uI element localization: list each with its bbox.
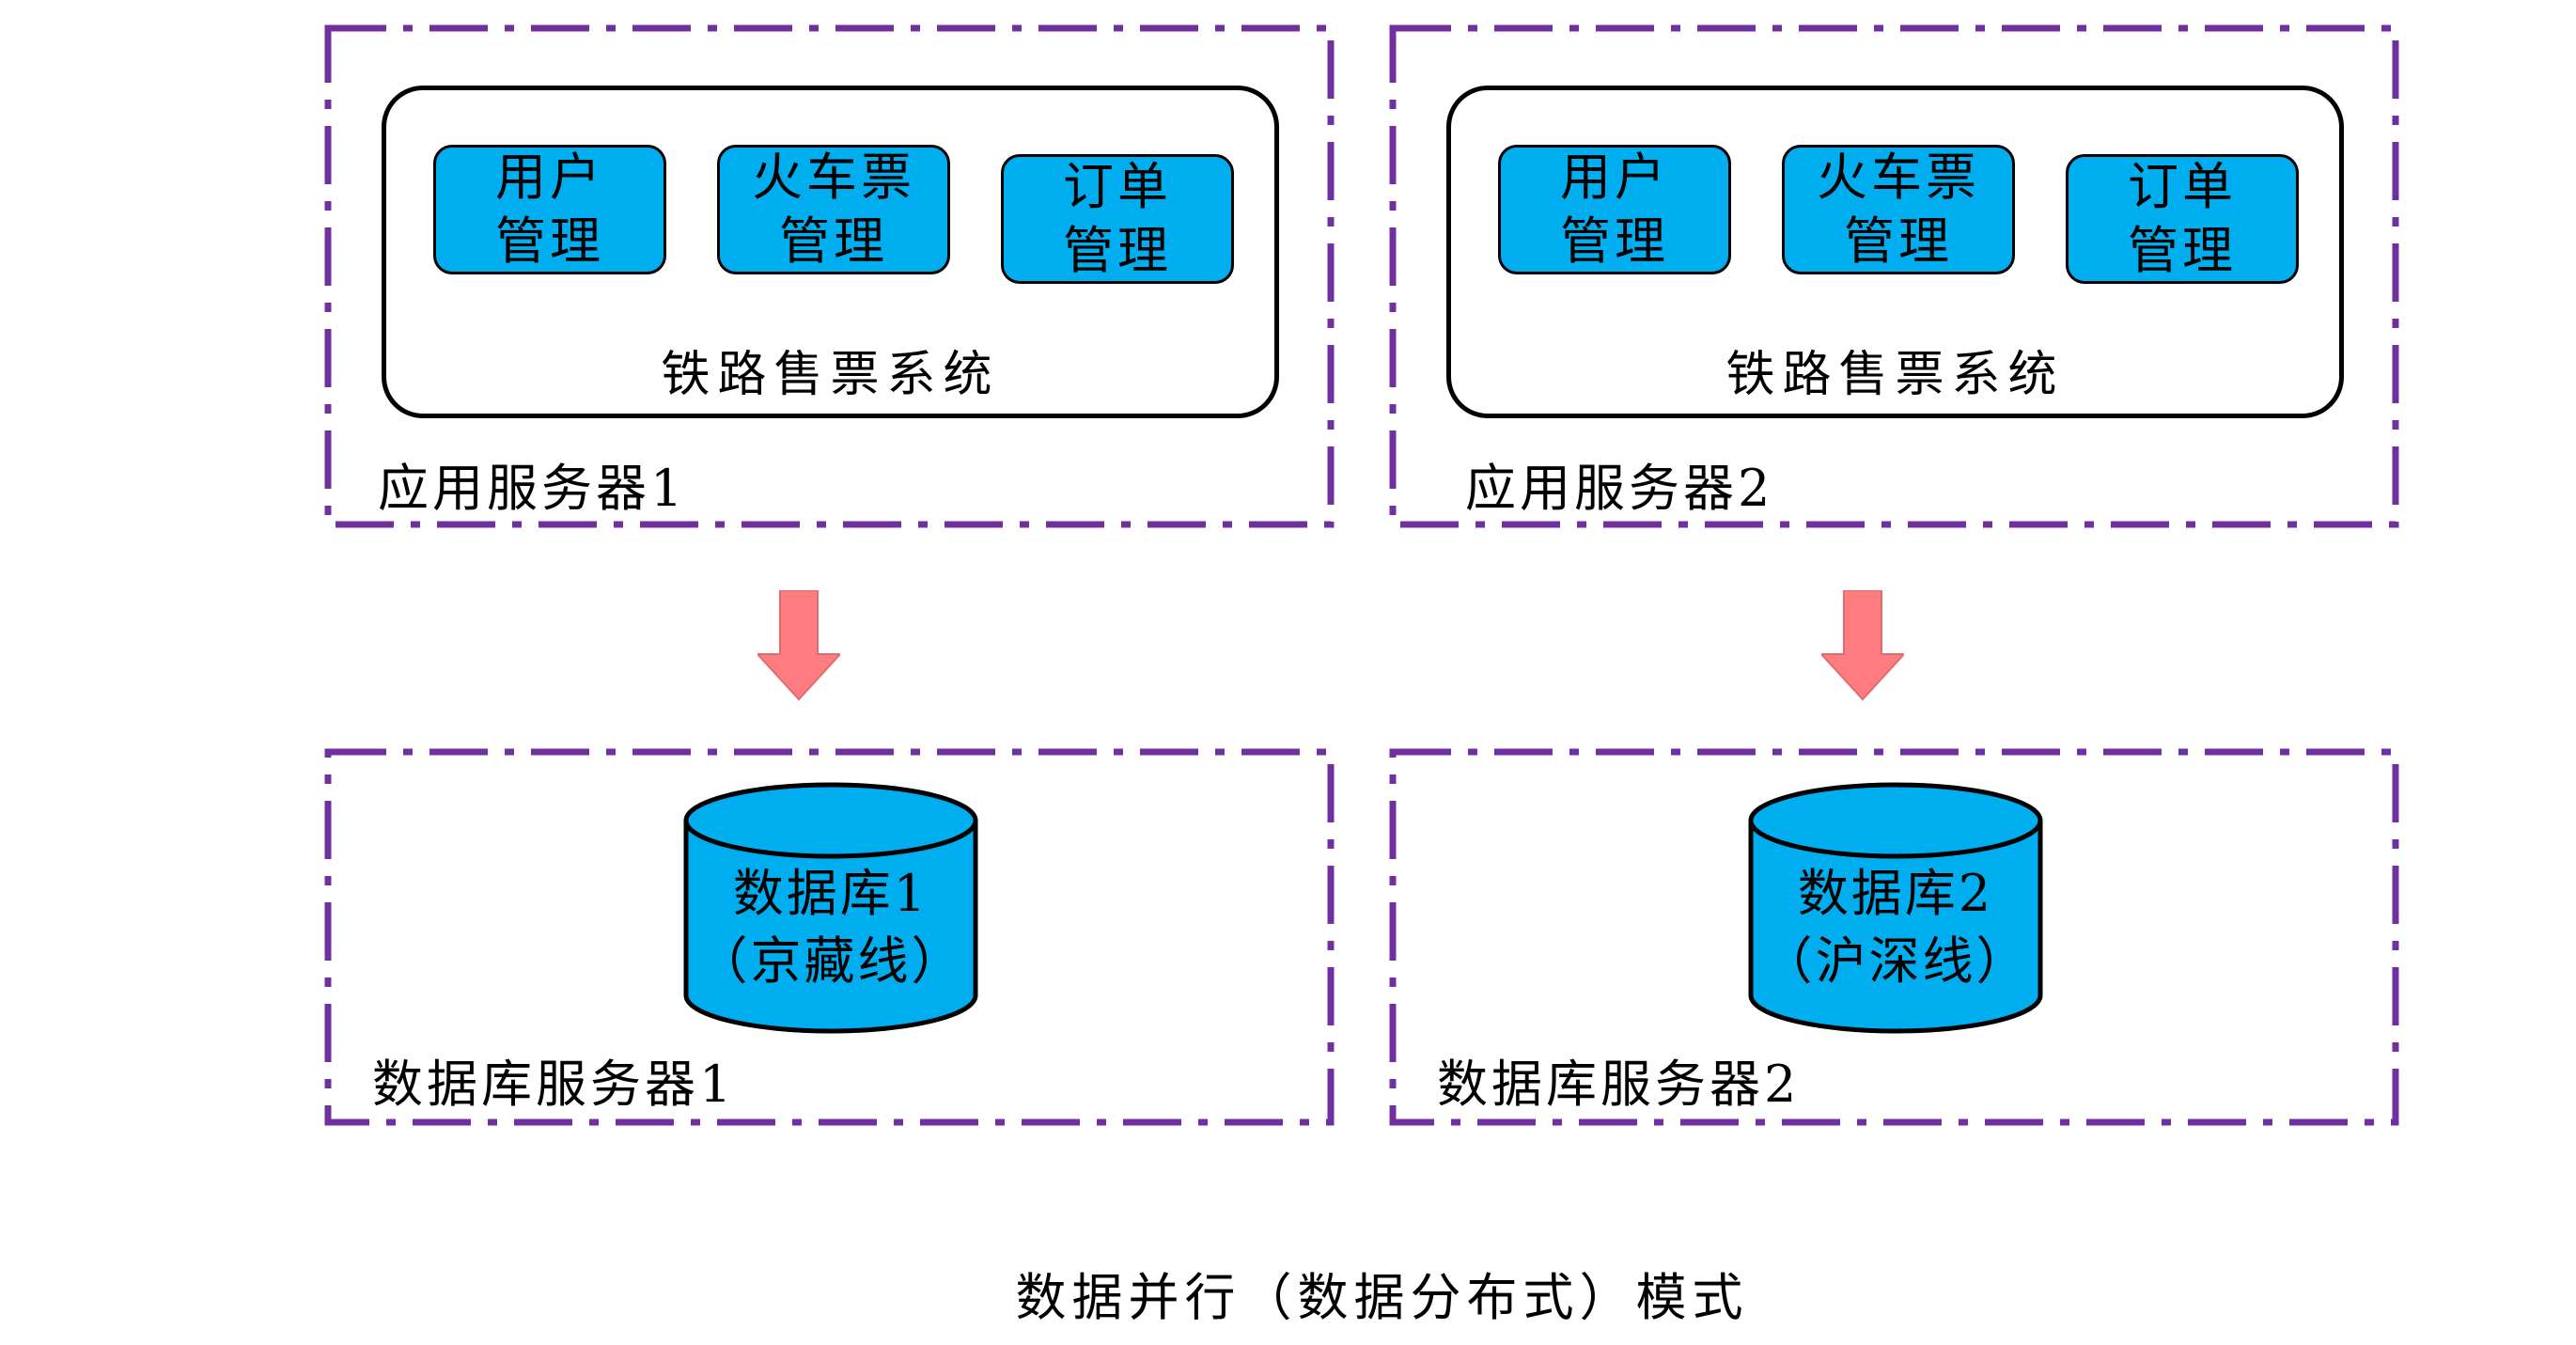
module-line1: 订单 <box>2128 157 2237 216</box>
module-ticket-management: 火车票 管理 <box>1782 145 2015 274</box>
module-user-management: 用户 管理 <box>1498 145 1731 274</box>
database-icon <box>1748 782 2043 1034</box>
system-label: 铁路售票系统 <box>661 347 1000 403</box>
database-name: 数据库2 <box>1797 864 1994 923</box>
module-order-management: 订单 管理 <box>1001 154 1234 284</box>
module-line1: 用户 <box>1560 148 1669 207</box>
dashed-border <box>1389 748 2399 1126</box>
database-cylinder: 数据库2 （沪深线） <box>1747 781 2044 1035</box>
railway-ticket-system-box: 用户 管理 火车票 管理 订单 管理 铁路售票系统 <box>382 86 1279 418</box>
module-order-management: 订单 管理 <box>2066 154 2299 284</box>
database-label: 数据库1 （京藏线） <box>682 860 979 995</box>
module-line1: 订单 <box>1063 157 1172 216</box>
database-route: （沪深线） <box>1761 931 2030 991</box>
app-server-label: 应用服务器2 <box>1465 459 1774 518</box>
db-server-2-box: 数据库2 （沪深线） 数据库服务器2 <box>1389 748 2399 1126</box>
module-ticket-management: 火车票 管理 <box>717 145 950 274</box>
db-server-label: 数据库服务器2 <box>1437 1055 1801 1114</box>
app-server-label: 应用服务器1 <box>378 459 687 518</box>
dashed-border <box>324 24 1335 528</box>
down-arrow-icon <box>757 590 840 701</box>
module-user-management: 用户 管理 <box>433 145 666 274</box>
module-line2: 管理 <box>2128 221 2237 280</box>
module-line1: 用户 <box>495 148 604 207</box>
database-name: 数据库1 <box>732 864 929 923</box>
module-line2: 管理 <box>1844 211 1953 271</box>
module-line2: 管理 <box>779 211 888 271</box>
module-line2: 管理 <box>1560 211 1669 271</box>
module-line2: 管理 <box>1063 221 1172 280</box>
railway-ticket-system-box: 用户 管理 火车票 管理 订单 管理 铁路售票系统 <box>1446 86 2344 418</box>
diagram-caption: 数据并行（数据分布式）模式 <box>1015 1268 1749 1327</box>
down-arrow-icon <box>1821 590 1904 701</box>
app-server-2-box: 用户 管理 火车票 管理 订单 管理 铁路售票系统 应用服务器2 <box>1389 24 2399 528</box>
system-label: 铁路售票系统 <box>1725 347 2065 403</box>
db-server-1-box: 数据库1 （京藏线） 数据库服务器1 <box>324 748 1335 1126</box>
db-server-label: 数据库服务器1 <box>372 1055 736 1114</box>
database-icon <box>683 782 978 1034</box>
module-line2: 管理 <box>495 211 604 271</box>
app-server-1-box: 用户 管理 火车票 管理 订单 管理 铁路售票系统 应用服务器1 <box>324 24 1335 528</box>
dashed-border <box>1389 24 2399 528</box>
database-route: （京藏线） <box>696 931 965 991</box>
dashed-border <box>324 748 1335 1126</box>
module-line1: 火车票 <box>752 148 915 207</box>
database-cylinder: 数据库1 （京藏线） <box>682 781 979 1035</box>
database-label: 数据库2 （沪深线） <box>1747 860 2044 995</box>
module-line1: 火车票 <box>1817 148 1980 207</box>
